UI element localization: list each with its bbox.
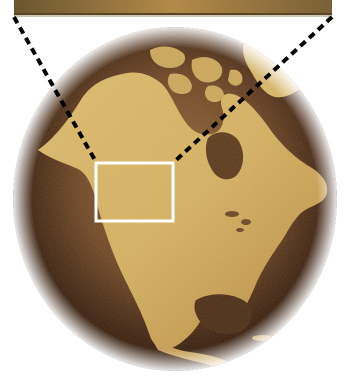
connector-left — [12, 16, 98, 163]
north-america-globe — [13, 27, 337, 371]
zoom-connector-lines — [12, 15, 334, 164]
zoomed-map-strip — [14, 0, 332, 17]
region-highlight-box — [94, 161, 175, 223]
